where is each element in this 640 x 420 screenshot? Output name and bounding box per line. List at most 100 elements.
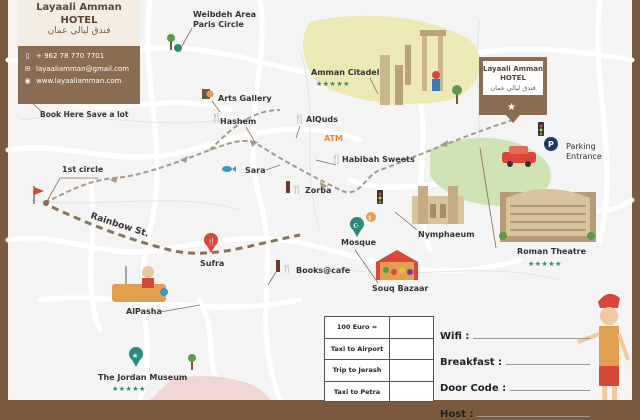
table-row: Taxi to Petra [325,381,433,403]
taxi-car-icon [502,146,536,167]
citadel-ruins-icon [380,30,446,105]
field-line [473,338,590,339]
book-note: Book Here Save a lot [40,110,129,119]
field-line [506,364,590,365]
table-cell-value [390,339,433,360]
leader-line [315,159,337,166]
leader-line [394,211,418,231]
walking-route-branch [209,109,281,151]
route-arrows [110,140,448,189]
hashem-label: Hashem [220,117,256,126]
museum-stars: ★★★★★ [112,385,146,393]
wifi-field: Wifi : [440,316,590,342]
hotel-marker[interactable]: Layaali Amman HOTEL فندق ليالي عمان ★ [479,57,547,123]
sufra-marker-icon: 🍴 [204,233,218,253]
table-cell-value [390,382,433,403]
sufra-label: Sufra [200,259,224,268]
leader-line [295,125,301,139]
habibah-label: Habibah Sweets [342,155,415,164]
table-cell-label: Taxi to Airport [325,338,390,359]
door-code-field-label: Door Code : [440,383,507,394]
mosque-label: Mosque [341,238,377,247]
svg-text:🍴: 🍴 [282,263,292,273]
hotel-name-line1: Layaali Amman [36,2,122,13]
table-cell-value [390,360,433,381]
info-table: 100 Euro = Taxi to Airport Trip to Jeras… [324,316,434,402]
mosque-marker-icon: ☪ [350,217,364,237]
contact-email-text: layaaliamman@gmail.com [36,64,130,73]
leader-line [245,126,256,143]
roman-theatre-icon [499,189,596,242]
breakfast-field-label: Breakfast : [440,357,503,368]
leader-line [45,177,98,204]
nymphaeum-label: Nymphaeum [418,230,475,239]
restaurant-icon: 🍴 [294,113,305,125]
traffic-light-icon [377,190,383,204]
svg-text:🍴: 🍴 [292,184,302,194]
leader-line [354,249,379,284]
bottle-icon: 🍴 [276,260,292,273]
contact-phone[interactable]: ▯ + 962 78 770 7701 [24,50,134,63]
currency-symbol: $ [368,215,372,222]
bottle-icon: 🍴 [286,181,302,194]
book-note-leader [28,99,43,113]
red-area [150,376,270,400]
leader-line [267,271,277,286]
alpasha-label: AlPasha [126,307,162,316]
wifi-field-label: Wifi : [440,331,470,342]
arts-gallery-label: Arts Gallery [218,94,272,103]
parking-icon-letter: P [548,140,554,149]
souq-label: Souq Bazaar [372,284,428,293]
roman-soldier-mascot [577,293,630,400]
weibdeh-label-line1: Weibdeh Area [193,10,256,19]
leader-line [211,100,221,113]
parking-label-line2: Entrance [566,152,602,161]
star-icon: ★ [507,102,516,113]
palette-icon [202,89,214,99]
first-circle-label: 1st circle [62,165,104,174]
field-line [477,416,590,417]
globe-icon: ◉ [24,77,31,86]
hammam-icon [112,266,168,302]
svg-text:🍴: 🍴 [207,237,216,246]
palm-tree-icon [188,354,196,370]
hotel-card-header: Layaali Amman HOTEL فندق ليالي عمان [18,0,140,46]
door-code-field: Door Code : [440,368,590,394]
hotel-marker-arabic: فندق ليالي عمان [490,84,535,92]
svg-text:☪: ☪ [353,222,359,230]
hotel-name-arabic: فندق ليالي عمان [47,26,111,36]
sara-label: Sara [245,166,266,175]
citadel-label: Amman Citadel [311,68,380,77]
parking-label-line1: Parking [566,142,596,151]
leader-line [181,27,193,47]
leader-line [159,304,201,313]
restaurant-icon: 🍴 [331,153,342,165]
table-cell-label: 100 Euro = [325,317,390,338]
rainbow-street-route [51,205,301,255]
museum-label: The Jordan Museum [98,373,187,382]
contact-website-text: www.layaaliamman.com [36,77,122,86]
svg-text:★: ★ [132,352,138,360]
atm-label: ATM [324,134,343,143]
currency-icon [366,212,376,222]
books-cafe-label: Books@cafe [296,266,351,275]
table-row: 100 Euro = [325,317,433,339]
nymphaeum-ruins-icon [412,186,464,224]
roman-theatre-label: Roman Theatre [517,247,587,256]
hotel-name-line2: HOTEL [60,15,98,26]
leader-line [479,147,497,249]
hotel-marker-line2: HOTEL [500,74,526,82]
traffic-light-icon [538,122,544,136]
restaurant-icon: 🍴 [211,112,222,124]
table-row: Trip to Jerash [325,360,433,382]
contact-email[interactable]: ✉ layaaliamman@gmail.com [24,63,134,76]
zorba-label: Zorba [305,186,331,195]
parking-icon: P [544,137,558,151]
map: 1st circle Weibdeh Area Paris Circle Amm… [5,0,635,420]
table-cell-label: Trip to Jerash [325,360,390,381]
hotel-contact-panel: ▯ + 962 78 770 7701 ✉ layaaliamman@gmail… [18,46,140,104]
leader-line [265,164,281,171]
weibdeh-label-line2: Paris Circle [193,20,244,29]
contact-website[interactable]: ◉ www.layaaliamman.com [24,75,134,88]
table-row: Taxi to Airport [325,338,433,360]
